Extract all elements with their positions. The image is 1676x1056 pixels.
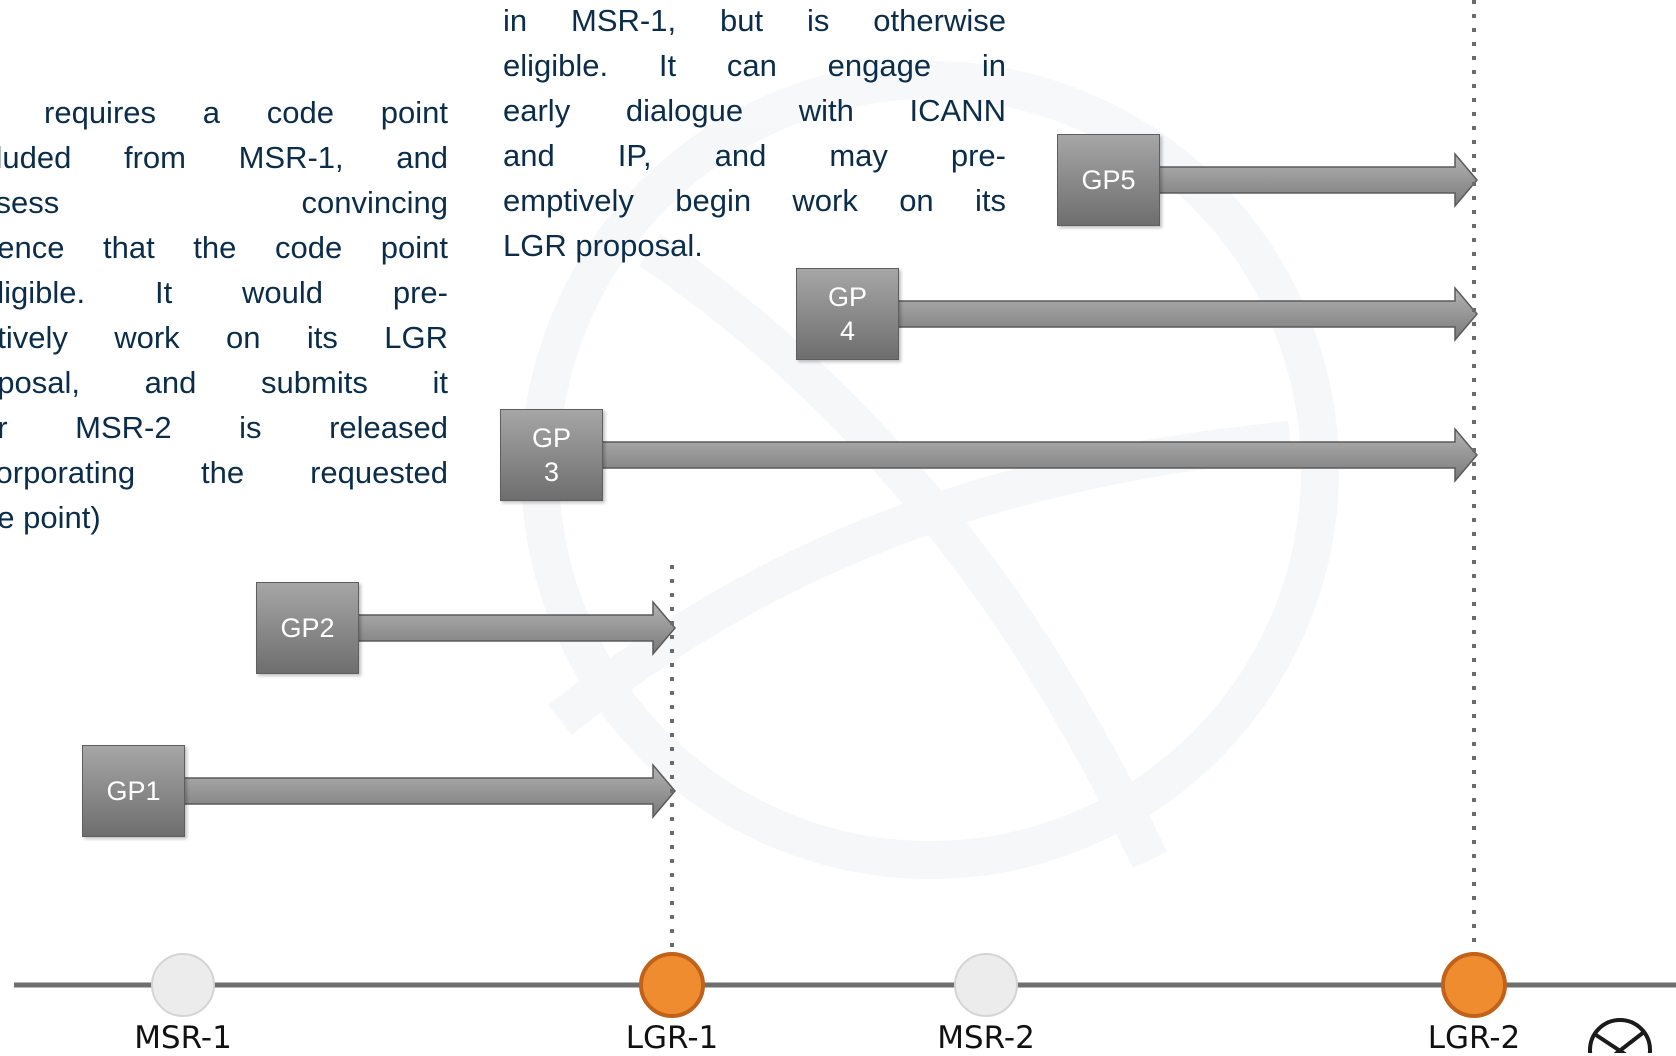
gp4-description: in MSR-1, but is otherwise eligible. It c… [503, 0, 1006, 268]
gp2-box: GP2 [256, 582, 359, 674]
deadline-lines [670, 0, 1476, 955]
note-line: eligible. It would pre- [0, 275, 448, 310]
note-line: eligible. It can engage in [503, 48, 1006, 83]
gp3-box: GP 3 [500, 409, 603, 501]
milestone-lgr-1 [639, 952, 705, 1018]
gp1-box: GP1 [82, 745, 185, 837]
milestone-label-lgr-2: LGR-2 [1427, 1020, 1521, 1056]
gp3-description: 3 requires a code point cluded from MSR-1… [0, 90, 448, 540]
gp1-arrow [181, 762, 676, 820]
gp-arrows [181, 151, 1478, 820]
note-line: er MSR-2 is released [0, 410, 448, 445]
gp3-arrow [599, 426, 1478, 484]
gp4-arrow [895, 285, 1478, 343]
gp4-box: GP 4 [796, 268, 899, 360]
note-line: ptively work on its LGR [0, 320, 448, 355]
note-line: 3 requires a code point [0, 95, 448, 130]
milestone-msr-2 [954, 953, 1018, 1017]
note-line: LGR proposal. [503, 228, 703, 263]
milestone-msr-1 [151, 953, 215, 1017]
milestone-label-lgr-1: LGR-1 [625, 1020, 719, 1056]
milestone-label-msr-2: MSR-2 [937, 1020, 1035, 1056]
milestone-label-msr-1: MSR-1 [134, 1020, 232, 1056]
gp5-box: GP5 [1057, 134, 1160, 226]
gp2-arrow [355, 599, 676, 657]
note-line: cluded from MSR-1, and [0, 140, 448, 175]
note-line: corporating the requested [0, 455, 448, 490]
milestone-lgr-2 [1441, 952, 1507, 1018]
note-line: de point) [0, 500, 101, 535]
gp5-arrow [1156, 151, 1478, 209]
note-line: dence that the code point [0, 230, 448, 265]
timeline-axis [14, 952, 1676, 1018]
note-line: early dialogue with ICANN [503, 93, 1006, 128]
note-line: emptively begin work on its [503, 183, 1006, 218]
logo-icon [1588, 1018, 1652, 1053]
note-line: ssess convincing [0, 185, 448, 220]
note-line: and IP, and may pre- [503, 138, 1006, 173]
note-line: in MSR-1, but is otherwise [503, 3, 1006, 38]
note-line: oposal, and submits it [0, 365, 448, 400]
